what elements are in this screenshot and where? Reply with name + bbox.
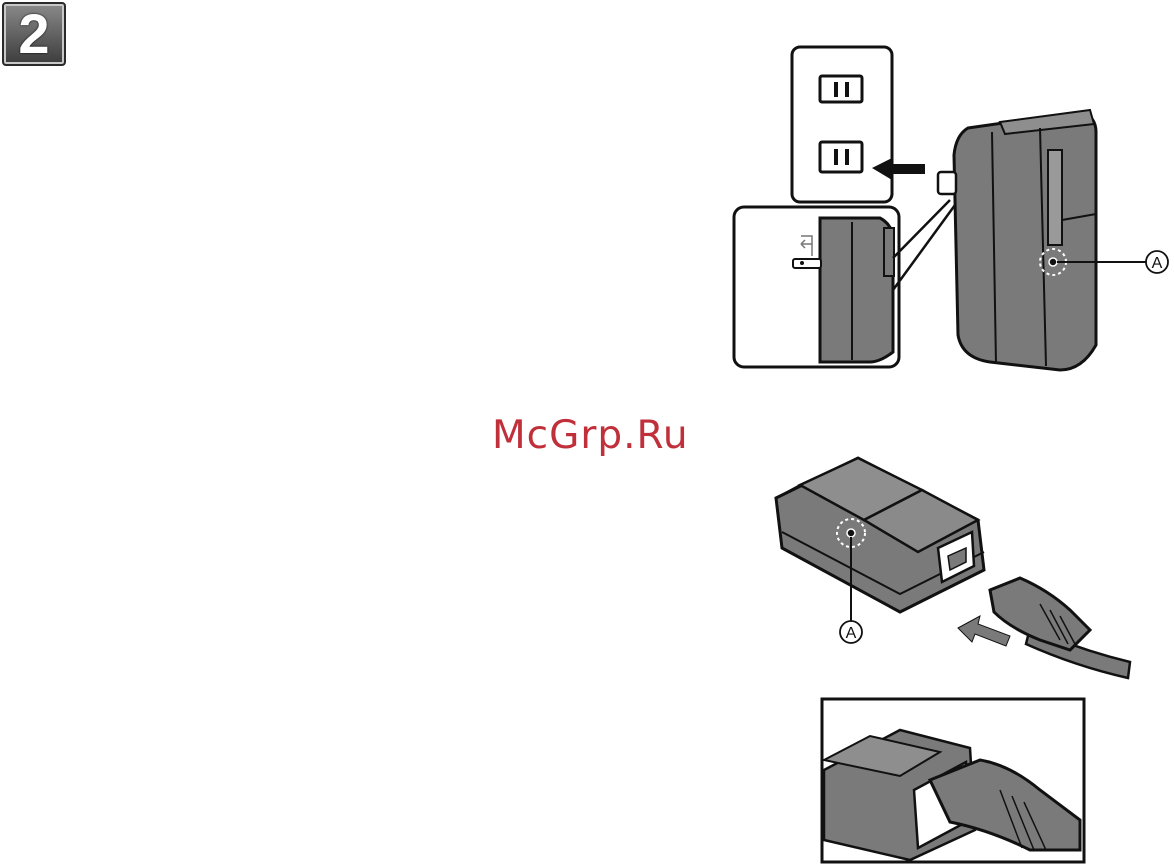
callout-a-bottom-label: A xyxy=(846,625,857,642)
wall-outlet-icon xyxy=(792,47,892,202)
power-cord-icon xyxy=(990,578,1130,678)
plug-detail-inset xyxy=(734,207,899,367)
callout-a-top-label: A xyxy=(1152,255,1163,272)
connector-closeup-inset xyxy=(822,699,1084,862)
desktop-charger-icon xyxy=(776,458,984,612)
charger-icon xyxy=(938,110,1096,370)
